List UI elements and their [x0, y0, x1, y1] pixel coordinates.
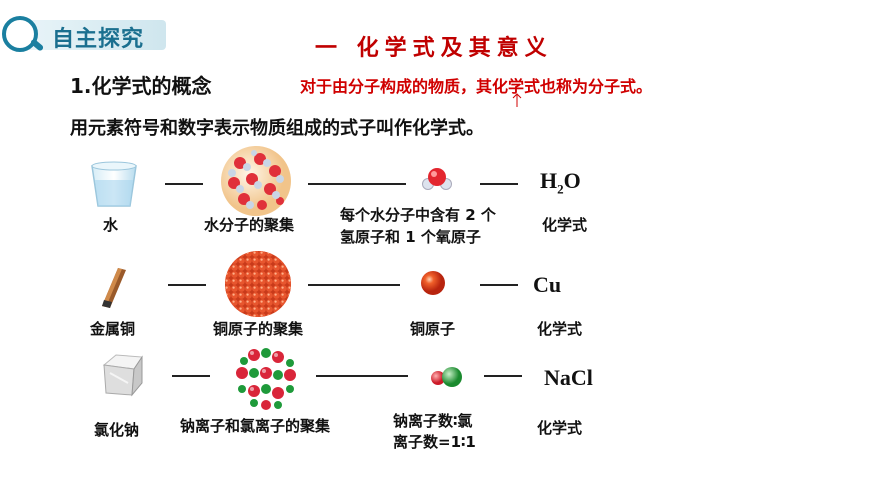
particle-description-line2: 离子数=1∶1 [393, 433, 476, 451]
aggregate-label: 水分子的聚集 [204, 216, 295, 234]
substance-label: 金属铜 [90, 320, 136, 338]
formula-label: 化学式 [537, 320, 583, 338]
copper-wire-icon [102, 268, 126, 308]
badge-label: 自主探究 [52, 27, 145, 52]
salt-crystal-icon [102, 354, 143, 397]
particle-description-line1: 每个水分子中含有 2 个 [340, 206, 496, 224]
connector-line [484, 375, 522, 377]
ions-aggregate-icon [233, 344, 299, 410]
chemical-formula: NaCl [544, 365, 593, 390]
chemical-formula: H2O [540, 168, 581, 197]
arrow-up-icon [512, 93, 522, 107]
connector-line [308, 284, 400, 286]
substance-label: 水 [103, 216, 119, 234]
aggregate-label: 铜原子的聚集 [213, 320, 304, 338]
substance-label: 氯化钠 [94, 421, 140, 439]
water-molecule-icon [422, 168, 452, 190]
connector-line [172, 375, 210, 377]
particle-description-line2: 氢原子和 1 个氧原子 [340, 228, 481, 246]
connector-line [308, 183, 406, 185]
particle-description-line1: 铜原子 [410, 320, 456, 338]
section-title: 1.化学式的概念 [70, 74, 212, 98]
sodium-chloride-ion-pair-icon [431, 367, 462, 387]
connector-line [480, 284, 518, 286]
formula-label: 化学式 [537, 419, 583, 437]
aggregate-label: 钠离子和氯离子的聚集 [180, 417, 331, 435]
section-badge: 自主探究 [0, 8, 172, 52]
connector-line [316, 375, 408, 377]
connector-line [168, 284, 206, 286]
particle-description-line1: 钠离子数∶氯 [393, 412, 473, 430]
magnifier-icon [2, 16, 38, 52]
water-glass-icon [91, 161, 137, 207]
page-title: 一 化学式及其意义 [315, 36, 553, 61]
note-text: 对于由分子构成的物质，其化学式也称为分子式。 [300, 77, 653, 96]
badge-bar [26, 20, 166, 50]
copper-atom-icon [421, 271, 445, 295]
formula-label: 化学式 [542, 216, 588, 234]
connector-line [480, 183, 518, 185]
connector-line [165, 183, 203, 185]
definition-text: 用元素符号和数字表示物质组成的式子叫作化学式。 [70, 118, 484, 139]
copper-atoms-aggregate-icon [225, 251, 291, 317]
chemical-formula: Cu [533, 272, 562, 297]
water-molecules-aggregate-icon [221, 146, 291, 216]
